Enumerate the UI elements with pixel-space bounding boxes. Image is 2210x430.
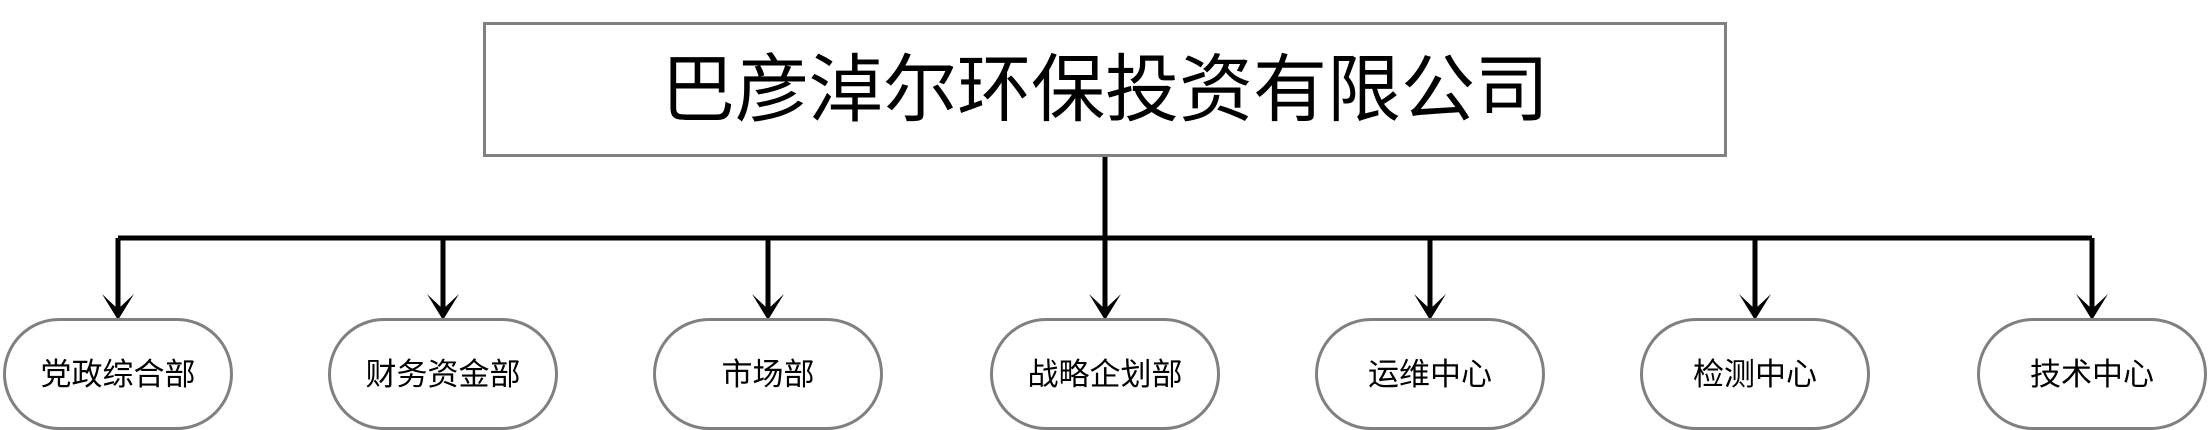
- arrow-head-7: [2076, 294, 2108, 320]
- child-node-2[interactable]: 财务资金部: [328, 318, 558, 430]
- child-node-3[interactable]: 市场部: [653, 318, 883, 430]
- child-node-label: 检测中心: [1693, 356, 1817, 392]
- child-node-1[interactable]: 党政综合部: [3, 318, 233, 430]
- child-node-6[interactable]: 检测中心: [1640, 318, 1870, 430]
- arrow-head-6: [1739, 294, 1771, 320]
- child-node-7[interactable]: 技术中心: [1977, 318, 2207, 430]
- child-node-label: 运维中心: [1368, 356, 1492, 392]
- arrow-head-3: [752, 294, 784, 320]
- arrow-head-4: [1089, 294, 1121, 320]
- child-node-label: 党政综合部: [40, 356, 196, 392]
- child-node-label: 战略企划部: [1027, 356, 1183, 392]
- child-node-label: 技术中心: [2030, 356, 2154, 392]
- child-node-5[interactable]: 运维中心: [1315, 318, 1545, 430]
- child-node-label: 财务资金部: [365, 356, 521, 392]
- root-node-label: 巴彦淖尔环保投资有限公司: [661, 47, 1549, 131]
- arrow-head-5: [1414, 294, 1446, 320]
- root-node-company[interactable]: 巴彦淖尔环保投资有限公司: [483, 22, 1727, 157]
- arrow-head-2: [427, 294, 459, 320]
- child-node-4[interactable]: 战略企划部: [990, 318, 1220, 430]
- arrow-head-1: [102, 294, 134, 320]
- child-node-label: 市场部: [721, 356, 815, 392]
